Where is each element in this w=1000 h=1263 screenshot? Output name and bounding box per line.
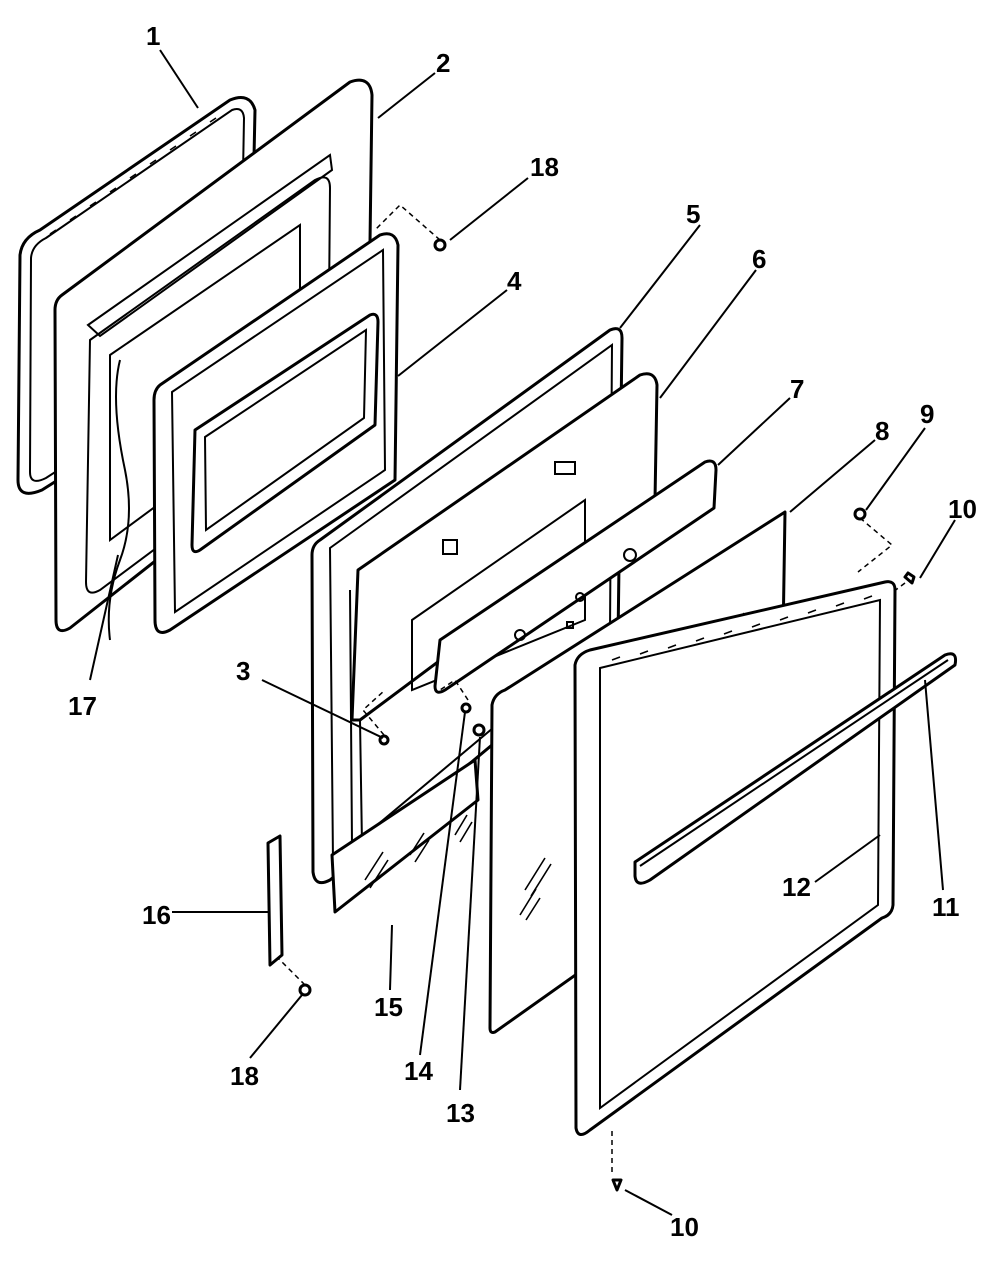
glass-shield: [433, 459, 718, 694]
callout-6: 6: [752, 244, 766, 274]
callout-18-bottom: 18: [230, 1061, 259, 1091]
callout-8: 8: [875, 416, 889, 446]
callout-4: 4: [507, 266, 522, 296]
callout-labels: 1 2 18 5 4 6 7 8 9 10 17 3 11 12 16 15 1…: [68, 21, 977, 1242]
door-frame-assembly: [152, 232, 400, 634]
callout-5: 5: [686, 199, 700, 229]
callout-16: 16: [142, 900, 171, 930]
callout-3: 3: [236, 656, 250, 686]
callout-1: 1: [146, 21, 160, 51]
callout-17: 17: [68, 691, 97, 721]
callout-10-bottom: 10: [670, 1212, 699, 1242]
callout-11: 11: [932, 892, 960, 922]
door-handle: [633, 652, 957, 885]
lower-glass-panel: [330, 758, 480, 914]
callout-15: 15: [374, 992, 403, 1022]
assembly-lines: [277, 203, 906, 1172]
callout-12: 12: [782, 872, 811, 902]
door-insulation-wire: [107, 359, 130, 641]
hinge-bracket: [266, 834, 284, 967]
callout-10-right: 10: [948, 494, 977, 524]
callout-9: 9: [920, 399, 934, 429]
outer-door-panel: [573, 580, 897, 1136]
callout-7: 7: [790, 374, 804, 404]
callout-18-top: 18: [530, 152, 559, 182]
callout-2: 2: [436, 48, 450, 78]
callout-14: 14: [404, 1056, 433, 1086]
callout-13: 13: [446, 1098, 475, 1128]
screws: [298, 238, 916, 1192]
leader-lines: [89, 49, 956, 1216]
